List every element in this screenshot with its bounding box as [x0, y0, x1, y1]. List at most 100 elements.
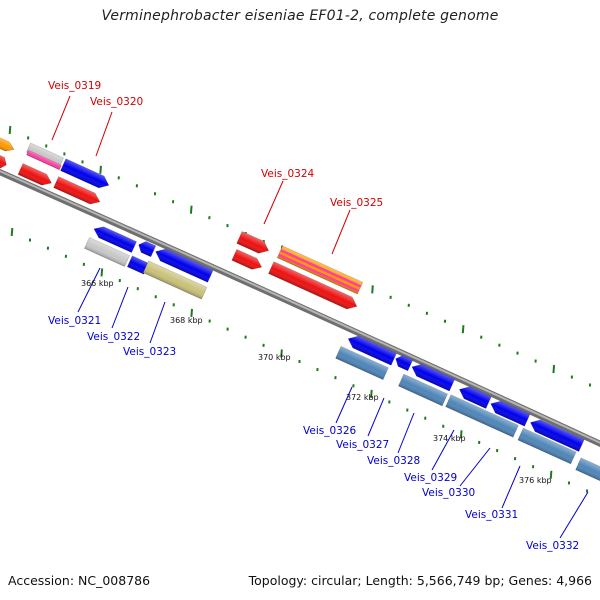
gene-label-veis-0319[interactable]: Veis_0319	[48, 80, 101, 92]
outer-tick	[45, 144, 48, 148]
gene-label-veis-0326[interactable]: Veis_0326	[303, 425, 357, 437]
inner-tick	[154, 295, 157, 299]
outer-tick	[117, 176, 120, 180]
inner-tick	[10, 227, 14, 237]
inner-tick	[406, 408, 409, 412]
outer-tick	[189, 205, 193, 214]
outer-tick	[516, 351, 519, 355]
gene-label-veis-0320[interactable]: Veis_0320	[90, 96, 143, 108]
outer-tick	[480, 335, 483, 339]
inner-tick	[496, 448, 499, 453]
leader-line	[367, 397, 385, 437]
outer-tick	[172, 200, 175, 204]
gene-blue-0327a[interactable]	[409, 361, 456, 392]
gene-blue-0329a[interactable]	[488, 398, 531, 427]
inner-tick	[190, 308, 193, 318]
inner-tick	[316, 368, 319, 372]
gene-red-0324b[interactable]	[231, 248, 264, 272]
accession-text: Accession: NC_008786	[8, 573, 151, 588]
inner-tick	[459, 430, 463, 439]
inner-tick	[334, 376, 337, 380]
outer-tick	[27, 136, 30, 140]
outer-tick	[153, 192, 157, 196]
leader-line	[559, 491, 589, 539]
gene-veis-0328[interactable]	[445, 394, 519, 438]
gene-veis-0320[interactable]	[60, 158, 112, 191]
gene-label-veis-0323[interactable]: Veis_0323	[123, 346, 176, 358]
gene-label-veis-0331[interactable]: Veis_0331	[465, 509, 518, 521]
gene-veis-0321[interactable]	[84, 237, 130, 267]
tick-label-368: 368 kbp	[170, 316, 203, 325]
leader-line	[149, 301, 166, 344]
inner-tick	[226, 327, 229, 331]
inner-tick	[388, 400, 391, 404]
leader-line	[51, 95, 71, 141]
outer-tick	[208, 216, 211, 220]
leader-line	[397, 412, 415, 454]
inner-tick	[352, 384, 355, 388]
gene-label-veis-0324[interactable]: Veis_0324	[261, 168, 315, 180]
gene-label-veis-0329[interactable]: Veis_0329	[404, 472, 457, 484]
map-title: Verminephrobacter eiseniae EF01-2, compl…	[101, 8, 499, 24]
outer-tick	[81, 160, 84, 164]
genome-backbone	[0, 168, 600, 447]
gene-veis-0332[interactable]	[575, 457, 600, 483]
inner-tick	[100, 268, 104, 277]
gene-veis-0329[interactable]	[517, 427, 577, 465]
outer-tick	[570, 375, 573, 379]
gene-veis-0325[interactable]	[276, 245, 364, 295]
gene-orange-left[interactable]	[0, 135, 16, 154]
gene-blue-0330a[interactable]	[528, 417, 585, 452]
outer-tick	[135, 184, 138, 188]
gene-red-0325b[interactable]	[268, 261, 359, 313]
outer-tick	[443, 319, 447, 323]
outer-tick	[99, 165, 102, 174]
tick-label-374: 374 kbp	[433, 434, 466, 443]
outer-tick	[498, 343, 501, 347]
outer-tick	[588, 383, 592, 387]
gene-blue-0321b[interactable]	[136, 239, 157, 258]
leader-line	[459, 447, 491, 487]
inner-tick	[280, 349, 283, 358]
gene-label-veis-0325[interactable]: Veis_0325	[330, 197, 383, 209]
outer-tick	[552, 364, 556, 374]
leader-line	[431, 429, 455, 471]
gene-label-veis-0322[interactable]: Veis_0322	[87, 331, 140, 343]
inner-tick	[28, 238, 32, 242]
leader-line	[335, 386, 353, 424]
gene-red-left-edge[interactable]	[0, 153, 9, 171]
gene-label-veis-0330[interactable]: Veis_0330	[422, 487, 475, 499]
gene-red-0320[interactable]	[53, 176, 103, 208]
gene-veis-0322[interactable]	[126, 255, 150, 275]
leader-line	[331, 209, 351, 255]
gene-veis-0326[interactable]	[335, 345, 389, 381]
gene-veis-0319-pink[interactable]	[26, 149, 62, 171]
gene-blue-0326b[interactable]	[393, 353, 414, 372]
inner-tick	[531, 465, 535, 469]
gene-label-veis-0321[interactable]: Veis_0321	[48, 315, 101, 327]
inner-tick	[478, 440, 481, 445]
gene-label-veis-0332[interactable]: Veis_0332	[526, 540, 579, 552]
inner-tick	[46, 246, 50, 250]
inner-tick	[118, 278, 121, 283]
outer-tick	[226, 224, 229, 228]
gene-label-veis-0327[interactable]: Veis_0327	[336, 439, 389, 451]
gene-labels: Veis_0319 Veis_0320 Veis_0324 Veis_0325 …	[48, 80, 579, 552]
gene-veis-0323-blue[interactable]	[153, 246, 214, 283]
gene-veis-0323[interactable]	[142, 260, 208, 300]
inner-tick	[549, 470, 553, 479]
gene-blue-0321a[interactable]	[91, 223, 137, 253]
gene-veis-0327[interactable]	[398, 373, 448, 407]
tick-label-372: 372 kbp	[346, 393, 379, 402]
gene-veis-0324[interactable]	[236, 231, 272, 256]
gene-blue-0326a[interactable]	[346, 333, 397, 366]
inner-tick	[567, 481, 571, 485]
gene-label-veis-0328[interactable]: Veis_0328	[367, 455, 420, 467]
inner-tick	[424, 416, 427, 420]
gene-blue-0328a[interactable]	[457, 383, 492, 409]
tick-label-376: 376 kbp	[519, 476, 552, 485]
inner-tick	[172, 303, 175, 307]
gene-red-0319[interactable]	[17, 163, 54, 189]
inner-tick	[136, 287, 139, 291]
